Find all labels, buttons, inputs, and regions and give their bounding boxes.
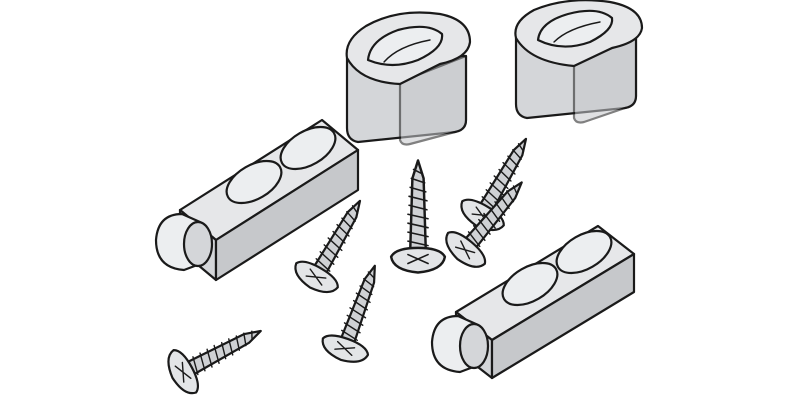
catch-housing-right [514,0,644,124]
spring-bolt-right [430,224,636,380]
screw-bottom-left-long [160,308,274,400]
spring-bolt-left [154,118,360,282]
catch-housing-left [345,11,472,146]
screw-upper-right [454,125,548,239]
screw-center-diagonal [437,165,542,276]
screw-center-tall [389,159,447,274]
